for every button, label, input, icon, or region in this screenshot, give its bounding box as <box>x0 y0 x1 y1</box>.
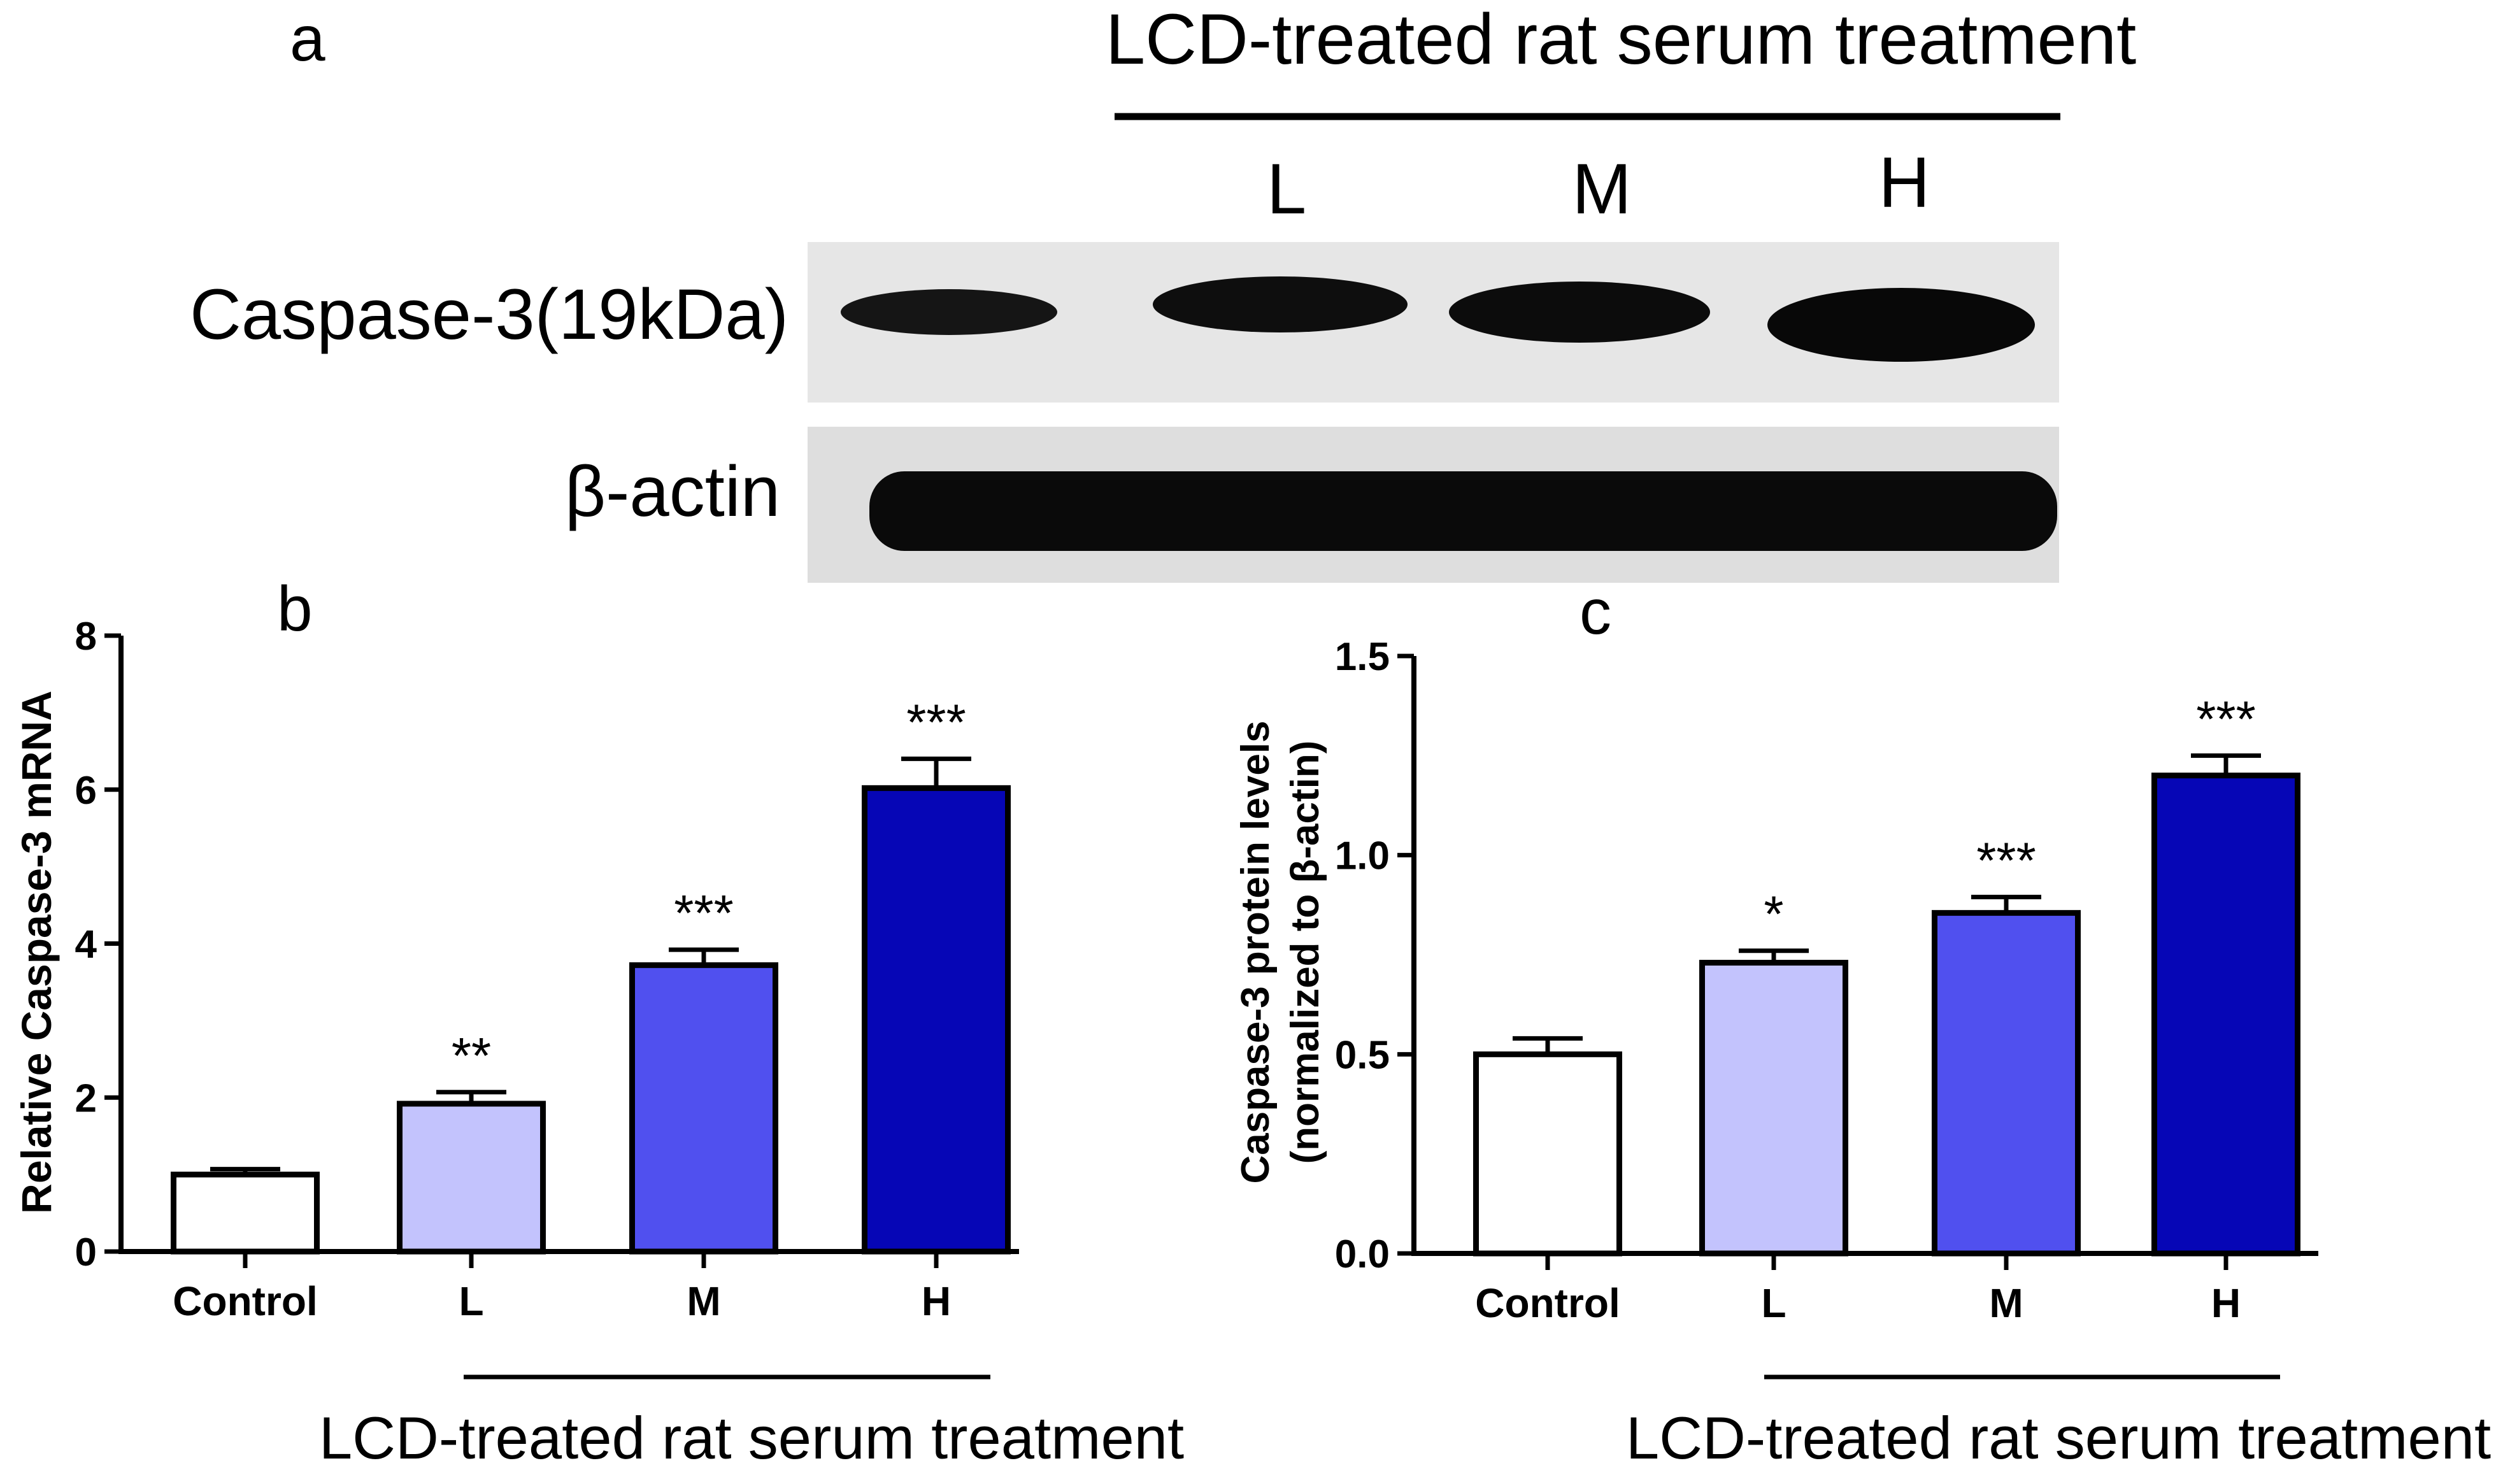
blot-row-label-caspase3: Caspase-3(19kDa) <box>190 275 788 354</box>
caspase3-band-m <box>1449 282 1710 343</box>
significance-h: *** <box>906 694 966 750</box>
category-label-h: H <box>2211 1280 2241 1326</box>
category-label-control: Control <box>173 1278 318 1324</box>
y-tick-label: 0 <box>75 1231 97 1274</box>
actin-blot <box>808 427 2059 583</box>
panel-c: c Caspase-3 protein levels (normalized t… <box>1234 576 2491 1471</box>
caspase3-band-control <box>841 289 1057 335</box>
chart-c-ylabel: Caspase-3 protein levels <box>1234 720 1278 1183</box>
y-tick-label: 1.5 <box>1335 635 1390 679</box>
bar-m <box>629 962 778 1255</box>
bar-control <box>1473 1051 1622 1257</box>
bar-control <box>171 1171 320 1255</box>
significance-m: *** <box>674 885 733 941</box>
panel-b-letter: b <box>277 573 313 645</box>
significance-l: ** <box>452 1027 491 1084</box>
y-tick-label: 8 <box>75 615 97 659</box>
category-label-l: L <box>1761 1280 1786 1326</box>
y-tick-label: 1.0 <box>1335 834 1390 878</box>
chart-b-xlabel: LCD-treated rat serum treatment <box>319 1404 1184 1471</box>
category-label-l: L <box>459 1278 483 1324</box>
blot-treatment-label: LCD-treated rat serum treatment <box>1106 0 2136 79</box>
caspase3-blot <box>808 242 2059 403</box>
y-tick-label: 0.5 <box>1335 1033 1390 1077</box>
significance-l: * <box>1764 886 1783 943</box>
category-label-m: M <box>687 1278 720 1324</box>
y-tick-label: 4 <box>75 923 97 967</box>
bar-h <box>862 785 1011 1255</box>
blot-row-label-actin: β-actin <box>565 452 780 531</box>
lane-label-m: M <box>1572 149 1631 229</box>
caspase3-band-l <box>1153 276 1408 332</box>
panel-a-letter: a <box>290 3 325 75</box>
category-label-control: Control <box>1475 1280 1620 1326</box>
significance-h: *** <box>2196 690 2255 747</box>
category-label-m: M <box>1989 1280 2023 1326</box>
bar-l <box>1699 960 1848 1257</box>
caspase3-band-h <box>1767 288 2035 362</box>
chart-c-xlabel: LCD-treated rat serum treatment <box>1626 1404 2491 1471</box>
actin-band <box>869 471 2057 551</box>
bar-m <box>1932 910 2081 1257</box>
chart-c-ylabel2: (normalized to β-actin) <box>1283 741 1327 1164</box>
panel-c-letter: c <box>1580 576 1611 648</box>
chart-b-ylabel: Relative Caspase-3 mRNA <box>13 690 60 1214</box>
y-tick-label: 6 <box>75 769 97 813</box>
category-label-h: H <box>922 1278 951 1324</box>
significance-m: *** <box>1976 832 2036 888</box>
y-tick-label: 0.0 <box>1335 1232 1390 1276</box>
bar-h <box>2151 773 2300 1257</box>
panel-a: a LCD-treated rat serum treatment L M H … <box>190 0 2136 583</box>
lane-label-l: L <box>1267 149 1306 229</box>
y-tick-label: 2 <box>75 1076 97 1120</box>
bar-l <box>397 1101 546 1255</box>
lane-label-h: H <box>1879 143 1930 222</box>
